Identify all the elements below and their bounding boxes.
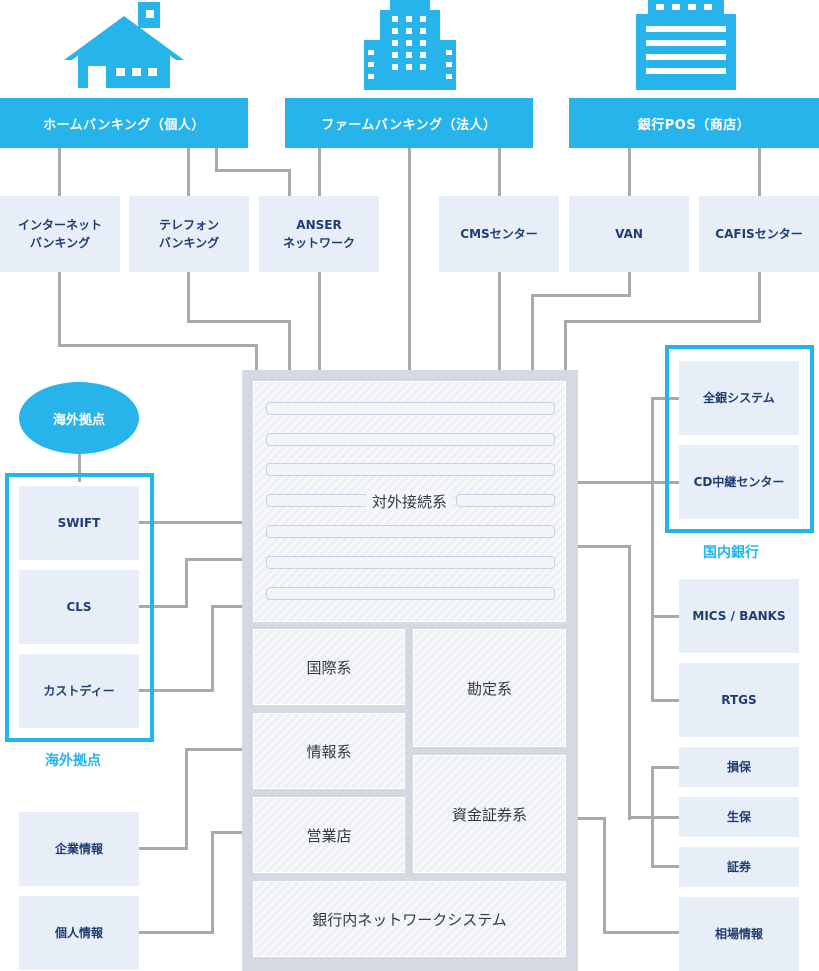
node-life-insurance: 生保 bbox=[679, 797, 799, 837]
node-mics-banks: MICS / BANKS bbox=[679, 579, 799, 653]
overseas-group-frame bbox=[5, 473, 154, 742]
panel-funds-securities: 資金証券系 bbox=[413, 755, 566, 873]
node-internet-banking: インターネット バンキング bbox=[0, 196, 120, 272]
panel-international: 国際系 bbox=[253, 629, 405, 705]
overseas-group-label: 海外拠点 bbox=[45, 753, 101, 769]
node-cafis-center: CAFISセンター bbox=[699, 196, 819, 272]
panel-bank-network: 銀行内ネットワークシステム bbox=[253, 881, 566, 957]
node-securities: 証券 bbox=[679, 847, 799, 887]
domestic-group-frame bbox=[665, 345, 814, 533]
domestic-group-label: 国内銀行 bbox=[703, 545, 759, 561]
panel-branch: 営業店 bbox=[253, 797, 405, 873]
house-icon bbox=[64, 2, 184, 88]
panel-accounting: 勘定系 bbox=[413, 629, 566, 747]
node-corporate-info: 企業情報 bbox=[19, 812, 139, 886]
node-zengin-system: 全銀システム bbox=[679, 361, 799, 435]
overseas-bubble: 海外拠点 bbox=[19, 382, 139, 454]
node-swift: SWIFT bbox=[19, 486, 139, 560]
building-icon bbox=[364, 0, 456, 90]
node-non-life-insurance: 損保 bbox=[679, 747, 799, 787]
node-cms-center: CMSセンター bbox=[439, 196, 559, 272]
category-home-banking: ホームバンキング（個人） bbox=[0, 98, 248, 148]
node-cls: CLS bbox=[19, 570, 139, 644]
node-anser-network: ANSER ネットワーク bbox=[259, 196, 379, 272]
panel-information: 情報系 bbox=[253, 713, 405, 789]
panel-external-connection-label: 対外接続系 bbox=[365, 491, 453, 512]
node-market-info: 相場情報 bbox=[679, 897, 799, 971]
category-firm-banking: ファームバンキング（法人） bbox=[285, 98, 533, 148]
node-personal-info: 個人情報 bbox=[19, 896, 139, 970]
node-rtgs: RTGS bbox=[679, 663, 799, 737]
category-bank-pos: 銀行POS（商店） bbox=[569, 98, 819, 148]
node-telephone-banking: テレフォン バンキング bbox=[129, 196, 249, 272]
office-building-icon bbox=[636, 0, 736, 90]
node-custody: カストディー bbox=[19, 654, 139, 728]
node-cd-relay-center: CD中継センター bbox=[679, 445, 799, 519]
node-van: VAN bbox=[569, 196, 689, 272]
